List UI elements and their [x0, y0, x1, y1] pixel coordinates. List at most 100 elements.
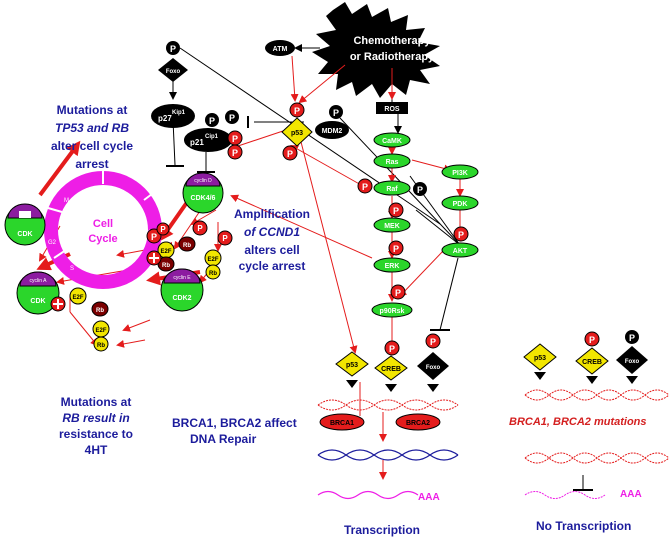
pdk-node: PDK: [441, 195, 479, 211]
foxo-tf: Foxo: [417, 352, 449, 380]
cycle-s: S: [70, 266, 74, 272]
tf-row-right: P P p53 CREB Foxo: [523, 330, 648, 384]
svg-text:Raf: Raf: [386, 186, 398, 193]
svg-text:cycle arrest: cycle arrest: [239, 259, 306, 273]
svg-text:PDK: PDK: [453, 201, 468, 208]
cdk46-complex: cyclin D CDK4/6: [182, 172, 224, 214]
aaa-right: AAA: [620, 489, 642, 500]
svg-text:TP53 and RB: TP53 and RB: [55, 121, 129, 135]
svg-text:ERK: ERK: [385, 263, 400, 270]
svg-text:P: P: [287, 149, 293, 159]
svg-text:arrest: arrest: [75, 157, 108, 171]
svg-text:P: P: [393, 206, 399, 216]
cell-cycle-ring: Cell Cycle M G1 S G2: [44, 170, 162, 289]
brca-proteins: BRCA1 BRCA2 AAA AAA: [319, 413, 642, 503]
svg-text:BRCA2: BRCA2: [406, 420, 430, 427]
svg-text:alters cell: alters cell: [244, 243, 299, 257]
svg-text:P: P: [229, 113, 235, 123]
svg-text:P: P: [395, 288, 401, 298]
cycle-title-2: Cycle: [88, 233, 117, 245]
svg-text:Kip1: Kip1: [172, 110, 186, 116]
svg-text:AKT: AKT: [453, 248, 468, 255]
svg-text:MDM2: MDM2: [322, 128, 343, 135]
svg-text:4HT: 4HT: [85, 443, 108, 457]
svg-text:P: P: [232, 148, 238, 158]
svg-text:p53: p53: [346, 362, 358, 369]
svg-text:ATM: ATM: [273, 46, 288, 53]
svg-text:P: P: [629, 333, 635, 343]
svg-text:Foxo: Foxo: [166, 69, 181, 75]
svg-text:P: P: [222, 234, 228, 243]
mek-node: MEK: [373, 217, 411, 233]
annotation-brca-repair: BRCA1, BRCA2 affect DNA Repair: [172, 416, 297, 446]
svg-text:Cip1: Cip1: [205, 134, 219, 140]
foxo-p27-p21: P Foxo p27 Kip1 p21 Cip1 P P P P: [151, 41, 243, 160]
svg-text:E2F: E2F: [95, 328, 106, 334]
svg-text:alter cell cycle: alter cell cycle: [51, 139, 133, 153]
foxo-top: Foxo: [158, 58, 188, 82]
footer-transcription: Transcription: [344, 523, 420, 537]
brca1-node: BRCA1: [319, 413, 365, 431]
svg-text:P: P: [160, 225, 166, 234]
svg-text:E2F: E2F: [160, 249, 171, 255]
ras-node: Ras: [373, 153, 411, 169]
svg-text:CDK: CDK: [30, 298, 45, 305]
camk-node: CaMK: [373, 132, 411, 148]
svg-text:P: P: [170, 44, 176, 54]
annotation-ccnd1: Amplification of CCND1 alters cell cycle…: [234, 207, 310, 273]
svg-text:resistance to: resistance to: [59, 427, 133, 441]
mapk-cascade: ROS CaMK Ras Raf MEK ERK p90Rsk PI3K PDK…: [357, 102, 479, 318]
tf-row-left: P P p53 CREB Foxo: [335, 333, 449, 392]
p53-tf: p53: [335, 351, 369, 377]
svg-text:Mutations at: Mutations at: [57, 103, 128, 117]
svg-text:P: P: [151, 232, 157, 242]
erk-node: ERK: [373, 257, 411, 273]
atm-p53-mdm2: ATM P P p53 MDM2 P: [265, 40, 349, 161]
svg-text:Mutations at: Mutations at: [61, 395, 132, 409]
svg-text:CDK4/6: CDK4/6: [191, 195, 216, 202]
svg-text:CDK2: CDK2: [172, 295, 191, 302]
foxo-right: Foxo: [616, 346, 648, 374]
svg-text:RB result in: RB result in: [62, 411, 129, 425]
svg-text:P: P: [458, 230, 464, 240]
p53-node: p53: [281, 117, 313, 147]
svg-text:p53: p53: [291, 130, 303, 137]
svg-text:CDK: CDK: [17, 231, 32, 238]
cycle-m: M: [64, 198, 69, 204]
svg-text:P: P: [294, 106, 300, 116]
atm-node: ATM: [265, 40, 295, 56]
svg-text:Rb: Rb: [209, 271, 217, 277]
creb-right: CREB: [575, 347, 609, 375]
cycle-title-1: Cell: [93, 218, 113, 230]
cdk2-complex-right: cyclin E CDK2: [160, 268, 204, 312]
svg-text:cyclin A: cyclin A: [30, 278, 48, 284]
p53-right: p53: [523, 343, 557, 371]
svg-text:P: P: [389, 344, 395, 354]
svg-text:ROS: ROS: [384, 106, 400, 113]
p21-node: p21 Cip1: [184, 128, 232, 152]
cycle-g2: G2: [48, 240, 57, 246]
svg-text:E2F: E2F: [72, 295, 83, 301]
svg-text:p21: p21: [190, 138, 204, 147]
e2f-rb-nodes: E2F E2F Rb Rb Rb P P P P E2F Rb E2F Rb: [50, 220, 233, 352]
aaa-left: AAA: [418, 492, 440, 503]
foxo-top-phospho: P: [166, 41, 180, 55]
annotation-brca-mutations: BRCA1, BRCA2 mutations: [509, 416, 647, 428]
svg-text:p90Rsk: p90Rsk: [380, 308, 405, 315]
p90rsk-node: p90Rsk: [371, 302, 413, 318]
svg-text:cyclin D: cyclin D: [194, 178, 212, 184]
svg-text:P: P: [197, 224, 203, 233]
svg-text:P: P: [333, 108, 339, 118]
svg-text:P: P: [393, 244, 399, 254]
raf-node: Raf: [373, 180, 411, 196]
akt-node: AKT: [441, 242, 479, 258]
svg-text:E2F: E2F: [207, 257, 218, 263]
footer-no-transcription: No Transcription: [536, 519, 631, 533]
chemotherapy-burst: Chemotherapy or Radiotherapy: [312, 2, 440, 98]
cdk-complex-top-left: CDK: [4, 203, 46, 246]
stressor-line2: or Radiotherapy: [350, 51, 435, 63]
svg-text:P: P: [589, 335, 595, 345]
ros-node: ROS: [376, 102, 408, 114]
